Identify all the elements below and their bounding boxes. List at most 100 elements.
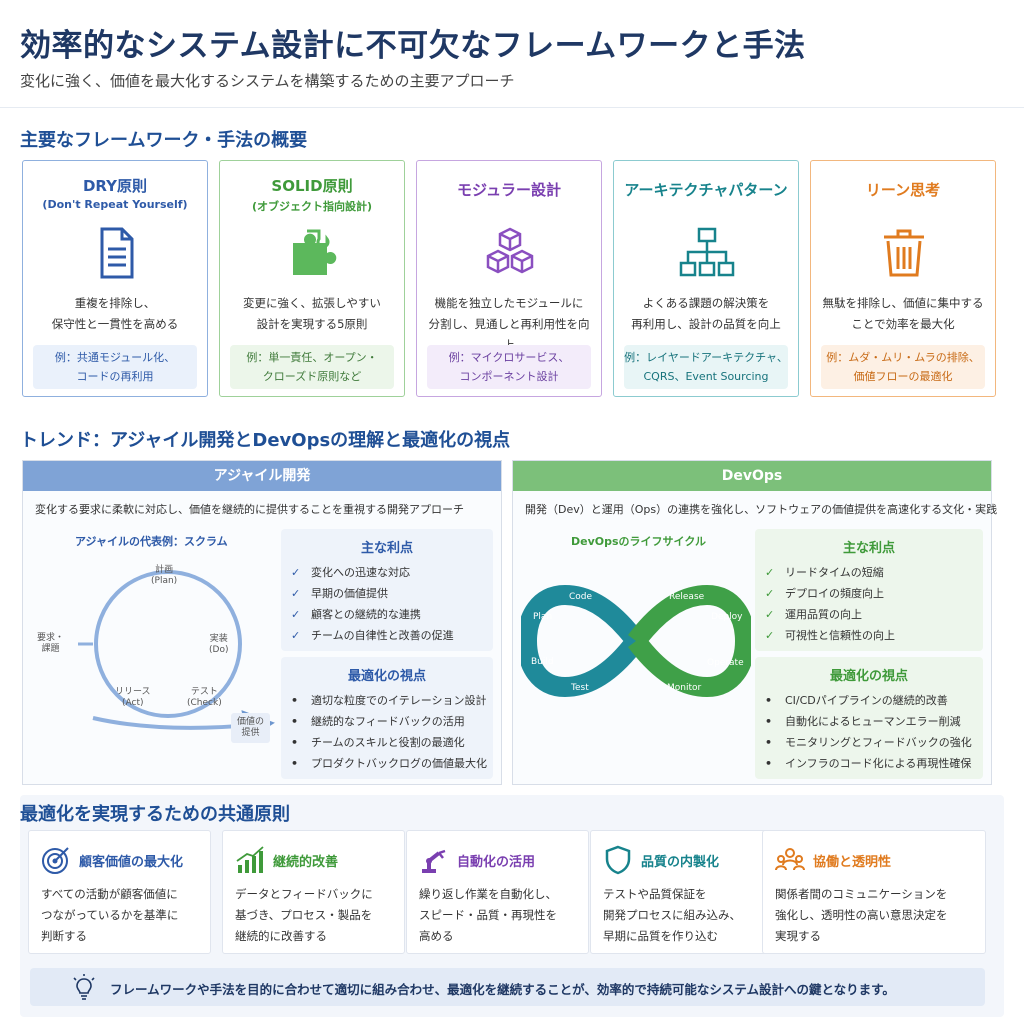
shield-icon [605,845,631,875]
devops-benefits-title: 主な利点 [842,541,895,556]
card-description: よくある課題の解決策を再利用し、設計の品質を向上 [631,296,781,331]
framework-card-architecture: アーキテクチャパターン よくある課題の解決策を再利用し、設計の品質を向上 例：レ… [613,160,799,397]
frameworks-heading: 主要なフレームワーク・手法の概要 [20,130,308,151]
check-icon: ✓ [765,566,775,579]
card-description: 無駄を排除し、価値に集中することで効率を最大化 [822,296,984,331]
devops-diagram-title: DevOpsのライフサイクル [571,535,706,548]
target-icon [42,847,69,874]
agile-panel-title: アジャイル開発 [23,461,501,491]
list-item: •モニタリングとフィードバックの強化 [765,732,972,753]
principle-description: すべての活動が顧客価値につながっているかを基準に判断する [41,887,179,943]
list-item: •CI/CDパイプラインの継続的改善 [765,690,972,711]
card-title: DRY原則 [82,177,148,195]
scrum-plan-label: 計画(Plan) [151,565,178,586]
principle-description: テストや品質保証を開発プロセスに組み込み、早期に品質を作り込む [603,887,741,943]
check-icon: ✓ [291,608,301,621]
devops-release-label: Release [669,592,705,602]
principle-description: 繰り返し作業を自動化し、スピード・品質・再現性を高める [419,887,557,943]
agile-benefits-box: 主な利点 ✓変化への迅速な対応 ✓早期の価値提供 ✓顧客との継続的な連携 ✓チー… [281,529,493,651]
card-description: 重複を排除し、保守性と一貫性を高める [51,296,179,331]
list-item: ✓デプロイの頻度向上 [765,583,895,604]
scrum-input-label: 要求・課題 [37,633,65,654]
principle-title: 品質の内製化 [641,855,720,870]
bullet-icon: • [291,757,299,770]
document-icon [100,227,134,279]
devops-plan-label: Plan [533,612,553,622]
principle-title: 顧客価値の最大化 [79,855,184,870]
framework-card-lean: リーン思考 無駄を排除し、価値に集中することで効率を最大化 例：ムダ・ムリ・ムラ… [810,160,996,397]
card-example: 例：レイヤードアーキテクチャ、CQRS、Event Sourcing [624,345,788,389]
list-item: ✓チームの自律性と改善の促進 [291,625,454,646]
principle-title: 協働と透明性 [813,855,892,870]
card-example: 例：ムダ・ムリ・ムラの排除、価値フローの最適化 [821,345,985,389]
robot-arm-icon [422,849,446,873]
devops-infinity-loop [521,584,751,698]
list-item: •適切な粒度でのイテレーション設計 [291,690,487,711]
card-subtitle: (Don't Repeat Yourself) [42,198,188,211]
check-icon: ✓ [291,629,301,642]
card-title: アーキテクチャパターン [624,181,788,199]
list-item: ✓可視性と信頼性の向上 [765,625,895,646]
list-item: ✓顧客との継続的な連携 [291,604,454,625]
cubes-icon [486,227,534,274]
devops-description: 開発（Dev）と運用（Ops）の連携を強化し、ソフトウェアの価値提供を高速化する… [525,503,998,516]
bullet-icon: • [291,715,299,728]
bullet-icon: • [291,694,299,707]
principle-title: 自動化の活用 [457,855,536,870]
list-item: ✓早期の価値提供 [291,583,454,604]
devops-panel: DevOps 開発（Dev）と運用（Ops）の連携を強化し、ソフトウェアの価値提… [512,460,997,785]
agile-description: 変化する要求に柔軟に対応し、価値を継続的に提供することを重視する開発アプローチ [35,503,464,516]
bullet-icon: • [291,736,299,749]
bullet-icon: • [765,757,773,770]
scrum-check-label: テスト(Check) [187,687,222,708]
agile-benefits-title: 主な利点 [360,541,413,556]
list-item: ✓変化への迅速な対応 [291,562,454,583]
footer-text: フレームワークや手法を目的に合わせて適切に組み合わせ、最適化を継続することが、効… [110,982,895,997]
page-title: 効率的なシステム設計に不可欠なフレームワークと手法 [20,28,806,64]
scrum-act-label: リリース(Act) [115,687,151,708]
bullet-icon: • [765,694,773,707]
agile-optimization-title: 最適化の視点 [347,669,426,684]
devops-benefits-box: 主な利点 ✓リードタイムの短縮 ✓デプロイの頻度向上 ✓運用品質の向上 ✓可視性… [755,529,983,651]
principle-card-automation: 自動化の活用 繰り返し作業を自動化し、スピード・品質・再現性を高める [406,830,589,954]
framework-card-dry: DRY原則 (Don't Repeat Yourself) 重複を排除し、保守性… [22,160,208,397]
check-icon: ✓ [765,587,775,600]
scrum-diagram-title: アジャイルの代表例：スクラム [75,535,228,548]
header: 効率的なシステム設計に不可欠なフレームワークと手法 変化に強く、価値を最大化する… [0,0,1024,108]
list-item: •自動化によるヒューマンエラー削減 [765,711,972,732]
devops-test-label: Test [571,683,589,693]
devops-optimization-title: 最適化の視点 [829,669,908,684]
principles-heading: 最適化を実現するための共通原則 [20,804,290,825]
devops-code-label: Code [569,592,593,602]
principle-card-continuous-improvement: 継続的改善 データとフィードバックに基づき、プロセス・製品を継続的に改善する [222,830,405,954]
bullet-icon: • [765,736,773,749]
list-item: •プロダクトバックログの価値最大化 [291,753,487,774]
devops-operate-label: Operate [707,658,744,668]
scrum-output-label: 価値の提供 [231,713,271,743]
principle-title: 継続的改善 [273,855,339,870]
principle-card-customer-value: 顧客価値の最大化 すべての活動が顧客価値につながっているかを基準に判断する [28,830,211,954]
list-item: ✓リードタイムの短縮 [765,562,895,583]
page-subtitle: 変化に強く、価値を最大化するシステムを構築するための主要アプローチ [20,72,515,90]
check-icon: ✓ [291,566,301,579]
trend-heading: トレンド：アジャイル開発とDevOpsの理解と最適化の視点 [20,430,511,451]
puzzle-icon [293,229,337,275]
list-item: •インフラのコード化による再現性確保 [765,753,972,774]
card-title: モジュラー設計 [457,181,561,199]
hierarchy-icon [679,227,735,277]
card-example: 例：共通モジュール化、コードの再利用 [33,345,197,389]
list-item: •チームのスキルと役割の最適化 [291,732,487,753]
check-icon: ✓ [765,608,775,621]
card-subtitle: (オブジェクト指向設計) [251,200,373,213]
list-item: ✓運用品質の向上 [765,604,895,625]
card-description: 変更に強く、拡張しやすい設計を実現する5原則 [243,296,381,331]
principle-description: データとフィードバックに基づき、プロセス・製品を継続的に改善する [235,887,373,943]
card-example: 例：単一責任、オープン・クローズド原則など [230,345,394,389]
devops-deploy-label: Deploy [711,612,743,622]
card-title: SOLID原則 [271,177,353,195]
trash-icon [884,229,924,277]
framework-card-solid: SOLID原則 (オブジェクト指向設計) 変更に強く、拡張しやすい設計を実現する… [219,160,405,397]
principle-description: 関係者間のコミュニケーションを強化し、透明性の高い意思決定を実現する [775,887,948,943]
